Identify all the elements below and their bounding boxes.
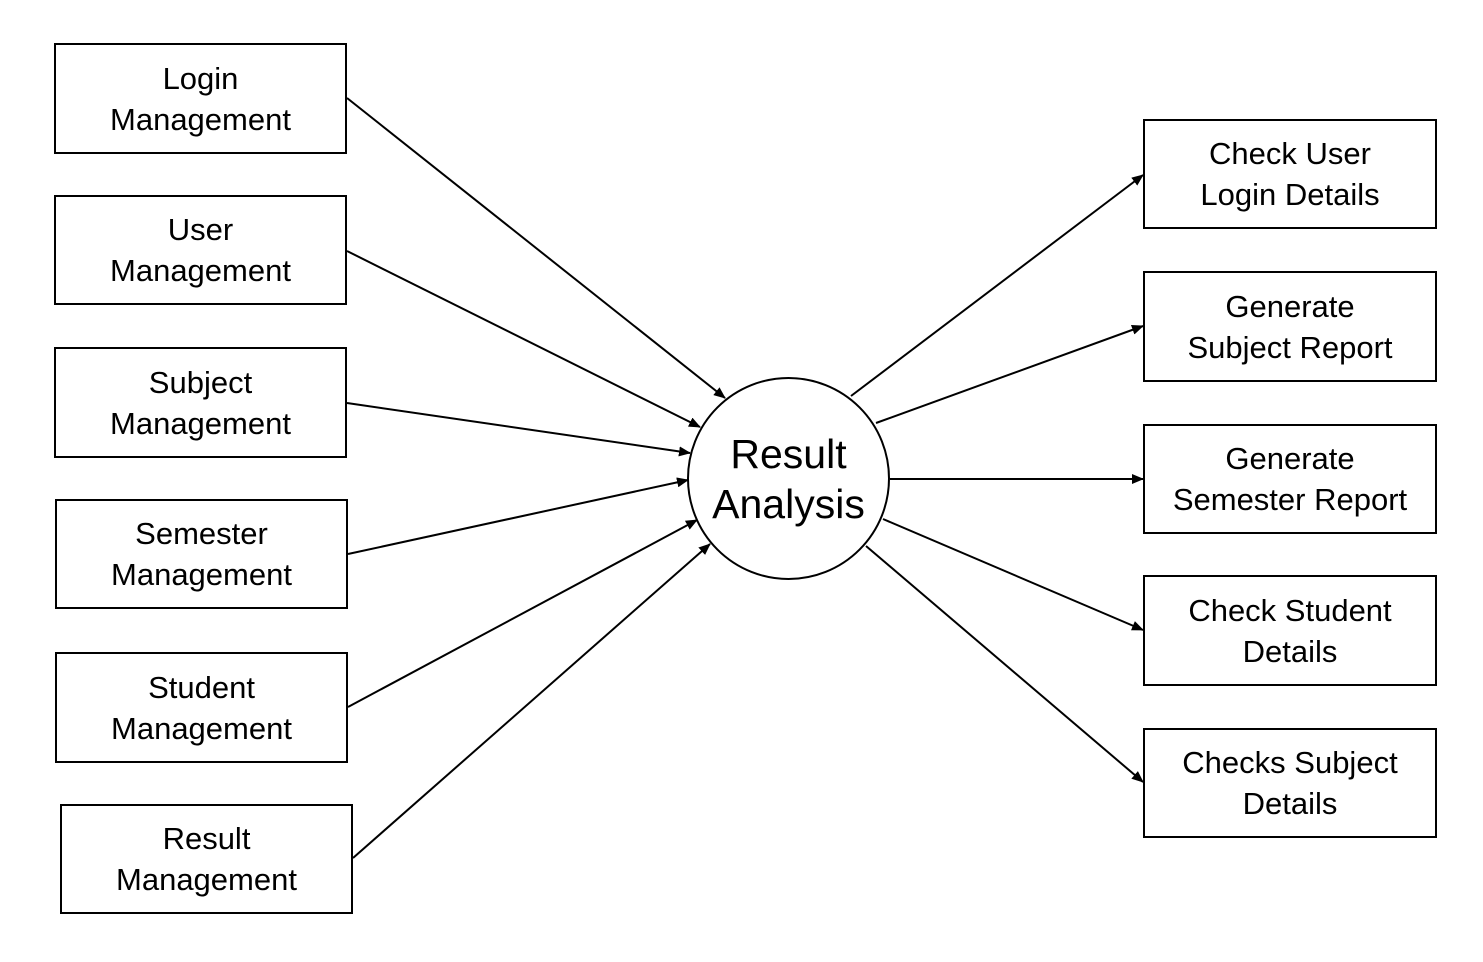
output-box-line: Check User [1209, 136, 1371, 171]
edge-login-management-to-center [346, 97, 726, 399]
input-box-line: Management [111, 710, 292, 746]
input-box-user-management: User Management [54, 195, 347, 305]
center-node-result-analysis: Result Analysis [687, 377, 890, 580]
center-node-line-1: Result [730, 430, 847, 477]
input-box-line: Management [110, 253, 291, 288]
input-box-line: Management [111, 557, 292, 592]
output-box-line: Subject Report [1187, 329, 1393, 365]
center-node-line-2: Analysis [712, 480, 865, 527]
input-box-line: Management [116, 862, 297, 897]
input-box-line: Management [110, 405, 291, 441]
output-box-check-user-login-details: Check User Login Details [1143, 119, 1437, 229]
output-box-line: Semester Report [1172, 482, 1408, 517]
output-box-line: Generate [1225, 288, 1355, 324]
input-box-line: Login [162, 60, 239, 96]
edge-semester-management-to-center [347, 477, 689, 555]
output-box-check-student-details: Check Student Details [1143, 575, 1437, 686]
edge-center-to-generate-subject [875, 325, 1144, 424]
input-box-line: User [167, 212, 234, 247]
input-box-result-management: Result Management [60, 804, 353, 914]
input-box-line: Result [162, 821, 251, 856]
output-box-line: Checks Subject [1182, 745, 1398, 780]
output-box-line: Generate [1225, 441, 1355, 476]
output-box-line: Details [1242, 786, 1338, 821]
input-box-student-management: Student Management [55, 652, 348, 763]
edge-center-to-check-user-login [850, 174, 1144, 397]
input-box-line: Subject [148, 364, 253, 400]
edge-result-management-to-center [352, 543, 711, 859]
edge-center-to-check-student [882, 518, 1144, 631]
output-box-generate-semester-report: Generate Semester Report [1143, 424, 1437, 534]
input-box-login-management: Login Management [54, 43, 347, 154]
input-box-subject-management: Subject Management [54, 347, 347, 458]
input-box-semester-management: Semester Management [55, 499, 348, 609]
output-box-checks-subject-details: Checks Subject Details [1143, 728, 1437, 838]
edge-center-to-checks-subject [865, 545, 1144, 783]
output-box-line: Check Student [1188, 592, 1392, 628]
edge-subject-management-to-center [346, 402, 691, 457]
output-box-generate-subject-report: Generate Subject Report [1143, 271, 1437, 382]
input-box-line: Management [110, 101, 291, 137]
edge-student-management-to-center [347, 519, 698, 708]
output-box-line: Details [1242, 633, 1338, 669]
input-box-line: Semester [135, 516, 268, 551]
input-box-line: Student [148, 669, 255, 705]
edge-user-management-to-center [346, 250, 701, 428]
output-box-line: Login Details [1200, 177, 1380, 212]
